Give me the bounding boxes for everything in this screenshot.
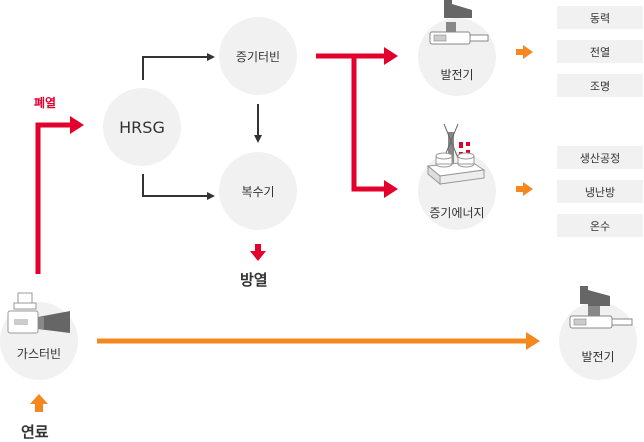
gas-turbine-icon xyxy=(7,292,70,334)
waste-heat-arrowhead xyxy=(70,116,84,134)
generator-output-arrow-stem xyxy=(516,49,524,55)
heat-dissipation-arrowhead xyxy=(250,251,266,261)
turbine-to-condenser-arrowhead xyxy=(254,135,262,143)
hrsg-to-turbine-arrowhead xyxy=(207,53,215,61)
generator-output-box-2: 전열 xyxy=(557,40,643,63)
steam-energy-label: 증기에너지 xyxy=(429,206,485,220)
steam-output-arrowhead xyxy=(523,182,533,196)
generator-output-label: 전열 xyxy=(589,45,611,59)
generator-output-label: 조명 xyxy=(589,79,611,93)
steam-output-box-3: 온수 xyxy=(557,214,643,237)
generator-output-arrowhead xyxy=(523,45,533,59)
turbine-to-steam-line xyxy=(351,56,386,192)
steam-output-arrow-stem xyxy=(516,186,524,192)
gas-turbine-to-generator-arrowhead xyxy=(526,332,540,350)
steam-output-box-1: 생산공정 xyxy=(557,146,643,169)
generator-bottom-label: 발전기 xyxy=(581,350,615,364)
generator-output-label: 동력 xyxy=(589,11,611,25)
steam-turbine-label: 증기터빈 xyxy=(235,49,281,64)
steam-energy-icon xyxy=(426,123,486,186)
waste-heat-line xyxy=(35,122,72,274)
fuel-label: 연료 xyxy=(21,423,49,441)
steam-output-label: 생산공정 xyxy=(579,151,621,165)
turbine-to-generator-arrowhead xyxy=(384,47,398,65)
steam-output-box-2: 냉난방 xyxy=(557,180,643,203)
steam-output-label: 온수 xyxy=(589,219,611,233)
generator-top-icon xyxy=(429,0,489,45)
steam-output-label: 냉난방 xyxy=(584,185,616,199)
generator-output-box-1: 동력 xyxy=(557,6,643,29)
fuel-arrowhead xyxy=(30,394,48,404)
condenser-label: 복수기 xyxy=(241,184,275,199)
generator-output-box-3: 조명 xyxy=(557,74,643,97)
turbine-to-steam-arrowhead xyxy=(384,180,398,198)
generator-top-node: 발전기 xyxy=(418,18,496,96)
generator-bottom-icon xyxy=(569,286,633,329)
hrsg-to-condenser-line xyxy=(142,174,209,197)
hrsg-label: HRSG xyxy=(119,117,165,137)
hrsg-to-turbine-line xyxy=(142,56,209,80)
heat-dissipation-arrow-stem xyxy=(255,244,261,252)
generator-top-label: 발전기 xyxy=(440,68,474,82)
fuel-arrow-stem xyxy=(35,403,43,412)
gas-turbine-label: 가스터빈 xyxy=(16,347,62,361)
hrsg-node: HRSG xyxy=(103,88,181,166)
waste-heat-label: 폐열 xyxy=(34,96,57,110)
heat-dissipation-label: 방열 xyxy=(240,271,268,289)
hrsg-to-condenser-arrowhead xyxy=(207,192,215,200)
condenser-node: 복수기 xyxy=(219,152,297,230)
steam-turbine-node: 증기터빈 xyxy=(219,17,297,95)
